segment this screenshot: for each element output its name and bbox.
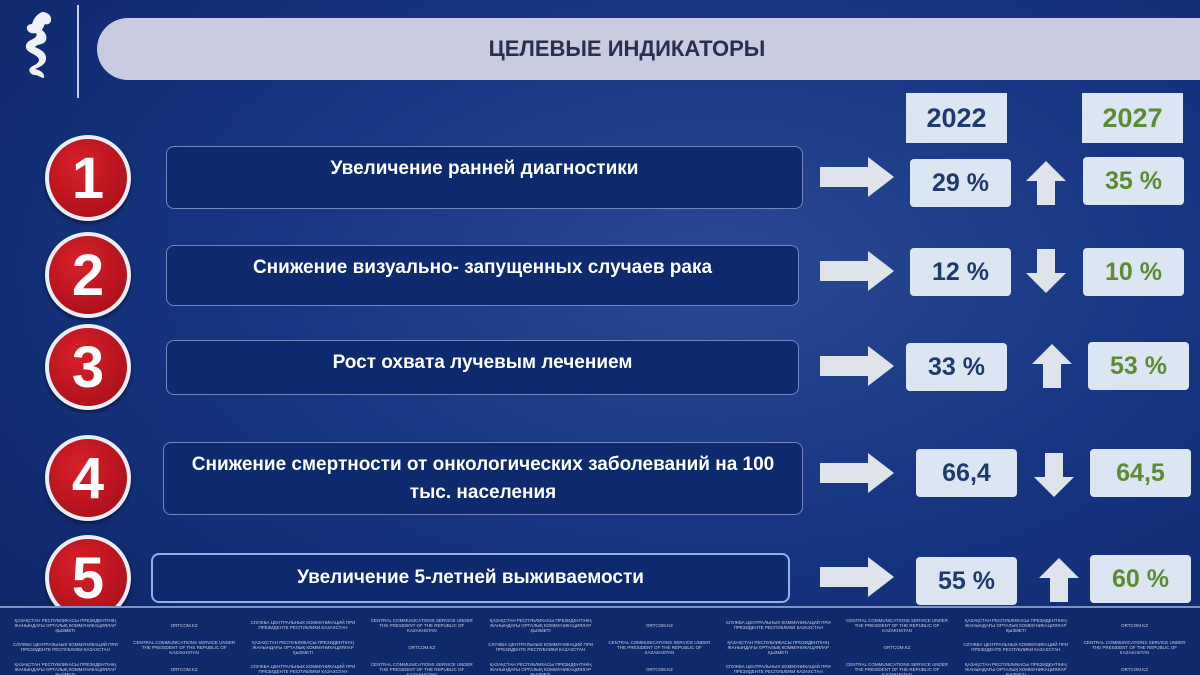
indicator-number-badge: 2 <box>45 232 131 318</box>
watermark-text: CENTRAL COMMUNICATIONS SERVICE UNDER THE… <box>608 639 711 655</box>
arrow-right-icon <box>818 345 896 387</box>
page-title: ЦЕЛЕВЫЕ ИНДИКАТОРЫ <box>488 36 766 61</box>
indicator-label-text: Увеличение 5-летней выживаемости <box>297 567 644 588</box>
watermark-text: CENTRAL COMMUNICATIONS SERVICE UNDER THE… <box>846 661 948 675</box>
snow-leopard-logo-icon <box>25 12 52 78</box>
value-2027: 35 % <box>1083 157 1184 205</box>
arrow-down-icon <box>1024 247 1068 295</box>
watermark-text: ҚАЗАҚСТАН РЕСПУБЛИКАСЫ ПРЕЗИДЕНТІНІҢ ЖАН… <box>489 617 592 633</box>
watermark-text: СЛУЖБА ЦЕНТРАЛЬНЫХ КОММУНИКАЦИЙ ПРИ ПРЕЗ… <box>250 620 356 630</box>
watermark-text: CENTRAL COMMUNICATIONS SERVICE UNDER THE… <box>846 617 948 633</box>
watermark-text: ҚАЗАҚСТАН РЕСПУБЛИКАСЫ ПРЕЗИДЕНТІНІҢ ЖАН… <box>489 661 592 675</box>
indicator-label-text: Снижение смертности от онкологических за… <box>191 454 775 503</box>
indicator-label: Снижение смертности от онкологических за… <box>163 442 803 515</box>
arrow-up-icon <box>1030 342 1074 390</box>
watermark-text: ORTCOM.KZ <box>645 622 673 628</box>
header-divider <box>77 5 79 98</box>
arrow-right-icon <box>818 556 896 598</box>
indicator-label: Увеличение 5-летней выживаемости <box>151 553 790 603</box>
indicator-label: Снижение визуально- запущенных случаев р… <box>166 245 799 306</box>
value-2022: 29 % <box>910 159 1011 207</box>
watermark-text: СЛУЖБА ЦЕНТРАЛЬНЫХ КОММУНИКАЦИЙ ПРИ ПРЕЗ… <box>488 642 593 652</box>
value-2027: 60 % <box>1090 555 1191 603</box>
value-2027: 53 % <box>1088 342 1189 390</box>
watermark-text: ҚАЗАҚСТАН РЕСПУБЛИКАСЫ ПРЕЗИДЕНТІНІҢ ЖАН… <box>14 661 117 675</box>
watermark-text: ORTCOM.KZ <box>408 644 436 650</box>
indicator-label: Рост охвата лучевым лечением <box>166 340 799 395</box>
year-header-2022: 2022 <box>906 93 1007 143</box>
watermark-text: ҚАЗАҚСТАН РЕСПУБЛИКАСЫ ПРЕЗИДЕНТІНІҢ ЖАН… <box>964 661 1067 675</box>
title-bar: ЦЕЛЕВЫЕ ИНДИКАТОРЫ <box>97 18 1200 80</box>
watermark-text: СЛУЖБА ЦЕНТРАЛЬНЫХ КОММУНИКАЦИЙ ПРИ ПРЕЗ… <box>13 642 118 652</box>
watermark-text: ORTCOM.KZ <box>1121 666 1149 672</box>
watermark-text: СЛУЖБА ЦЕНТРАЛЬНЫХ КОММУНИКАЦИЙ ПРИ ПРЕЗ… <box>725 620 831 630</box>
indicator-number-badge: 3 <box>45 324 131 410</box>
arrow-right-icon <box>818 250 896 292</box>
watermark-text: ҚАЗАҚСТАН РЕСПУБЛИКАСЫ ПРЕЗИДЕНТІНІҢ ЖАН… <box>14 617 117 633</box>
watermark-text: СЛУЖБА ЦЕНТРАЛЬНЫХ КОММУНИКАЦИЙ ПРИ ПРЕЗ… <box>250 664 356 674</box>
arrow-right-icon <box>818 156 896 198</box>
watermark-text: CENTRAL COMMUNICATIONS SERVICE UNDER THE… <box>370 617 473 633</box>
watermark-text: ҚАЗАҚСТАН РЕСПУБЛИКАСЫ ПРЕЗИДЕНТІНІҢ ЖАН… <box>252 639 354 655</box>
watermark-text: CENTRAL COMMUNICATIONS SERVICE UNDER THE… <box>133 639 236 655</box>
year-header-2027: 2027 <box>1082 93 1183 143</box>
watermark-text: ҚАЗАҚСТАН РЕСПУБЛИКАСЫ ПРЕЗИДЕНТІНІҢ ЖАН… <box>964 617 1067 633</box>
indicator-number-badge: 4 <box>45 435 131 521</box>
watermark-text: CENTRAL COMMUNICATIONS SERVICE UNDER THE… <box>370 661 473 675</box>
indicator-label-text: Увеличение ранней диагностики <box>330 158 639 179</box>
watermark-text: CENTRAL COMMUNICATIONS SERVICE UNDER THE… <box>1083 639 1186 655</box>
value-2022: 12 % <box>910 248 1011 296</box>
value-2027: 10 % <box>1083 248 1184 296</box>
watermark-text: ORTCOM.KZ <box>1121 622 1149 628</box>
arrow-right-icon <box>818 452 896 494</box>
watermark-text: СЛУЖБА ЦЕНТРАЛЬНЫХ КОММУНИКАЦИЙ ПРИ ПРЕЗ… <box>725 664 831 674</box>
arrow-up-icon <box>1037 556 1081 604</box>
watermark-text: ORTCOM.KZ <box>645 666 673 672</box>
value-2022: 33 % <box>906 343 1007 391</box>
value-2022: 66,4 <box>916 449 1017 497</box>
watermark-footer: ҚАЗАҚСТАН РЕСПУБЛИКАСЫ ПРЕЗИДЕНТІНІҢ ЖАН… <box>0 606 1200 675</box>
value-2022: 55 % <box>916 557 1017 605</box>
arrow-down-icon <box>1032 451 1076 499</box>
watermark-text: ҚАЗАҚСТАН РЕСПУБЛИКАСЫ ПРЕЗИДЕНТІНІҢ ЖАН… <box>727 639 830 655</box>
indicator-number-badge: 1 <box>45 135 131 221</box>
watermark-text: СЛУЖБА ЦЕНТРАЛЬНЫХ КОММУНИКАЦИЙ ПРИ ПРЕЗ… <box>963 642 1069 652</box>
indicator-label-text: Снижение визуально- запущенных случаев р… <box>252 257 713 278</box>
indicator-label-text: Рост охвата лучевым лечением <box>332 352 633 373</box>
watermark-text: ORTCOM.KZ <box>170 622 198 628</box>
arrow-up-icon <box>1024 159 1068 207</box>
watermark-text: ORTCOM.KZ <box>883 644 911 650</box>
indicator-label: Увеличение ранней диагностики <box>166 146 803 209</box>
watermark-text: ORTCOM.KZ <box>170 666 198 672</box>
value-2027: 64,5 <box>1090 449 1191 497</box>
